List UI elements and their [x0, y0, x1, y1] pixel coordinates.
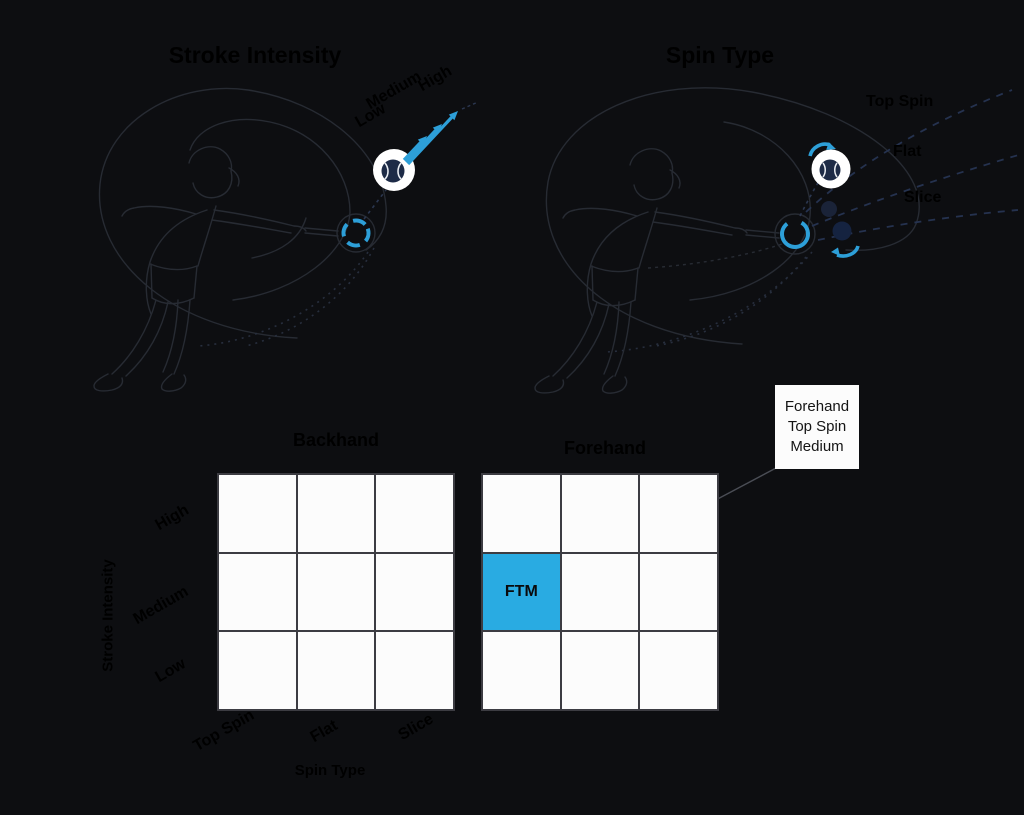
grid-cell — [561, 553, 639, 631]
spin-type-title: Spin Type — [665, 42, 775, 68]
grid-cell — [219, 475, 296, 552]
callout-line-3: Medium — [790, 438, 844, 455]
flat-ball-icon — [821, 201, 837, 217]
backhand-grid-title: Backhand — [292, 430, 380, 450]
racket-impact-icon-right — [774, 213, 816, 255]
forehand-grid-title: Forehand — [563, 438, 646, 458]
trajectory-dashes — [805, 89, 1023, 241]
grid-cell — [561, 475, 639, 552]
grid-cell — [219, 632, 296, 709]
grid-cell — [376, 632, 453, 709]
topspin-rotation-arrow-icon — [808, 142, 831, 157]
spin-label-slice: Slice — [904, 189, 942, 206]
grid-cell — [297, 475, 375, 552]
grid-cell — [219, 553, 296, 631]
grid-cell — [297, 632, 375, 709]
stroke-intensity-title: Stroke Intensity — [168, 42, 342, 68]
grid-cell-highlight-ftm: FTM — [483, 553, 560, 631]
slice-rotation-arrow-icon — [836, 245, 860, 258]
callout-box: Forehand Top Spin Medium — [775, 385, 859, 469]
forehand-grid: FTM — [481, 473, 719, 711]
grid-cell — [376, 475, 453, 552]
backhand-grid — [217, 473, 455, 711]
spin-label-flat: Flat — [893, 143, 922, 160]
callout-line-2: Top Spin — [787, 418, 847, 435]
spin-label-topspin: Top Spin — [866, 93, 934, 110]
grid-cell — [640, 632, 717, 709]
forehand-player-sketch — [534, 87, 920, 394]
intensity-arrows-icon — [402, 101, 479, 166]
grid-cell — [640, 475, 717, 552]
grid-cell — [640, 553, 717, 631]
topspin-ball-icon — [808, 142, 851, 189]
racket-impact-icon — [336, 213, 376, 253]
slice-ball-icon — [831, 221, 860, 258]
grid-cell — [297, 553, 375, 631]
row-axis-label: Stroke Intensity — [99, 559, 117, 672]
col-axis-label: Spin Type — [294, 762, 366, 779]
impact-to-ball-dash — [363, 189, 387, 220]
backhand-player-sketch — [93, 87, 387, 392]
grid-cell — [483, 632, 560, 709]
grid-cell — [561, 632, 639, 709]
grid-cell — [483, 475, 560, 552]
callout-line-1: Forehand — [784, 398, 850, 415]
grid-cell — [376, 553, 453, 631]
